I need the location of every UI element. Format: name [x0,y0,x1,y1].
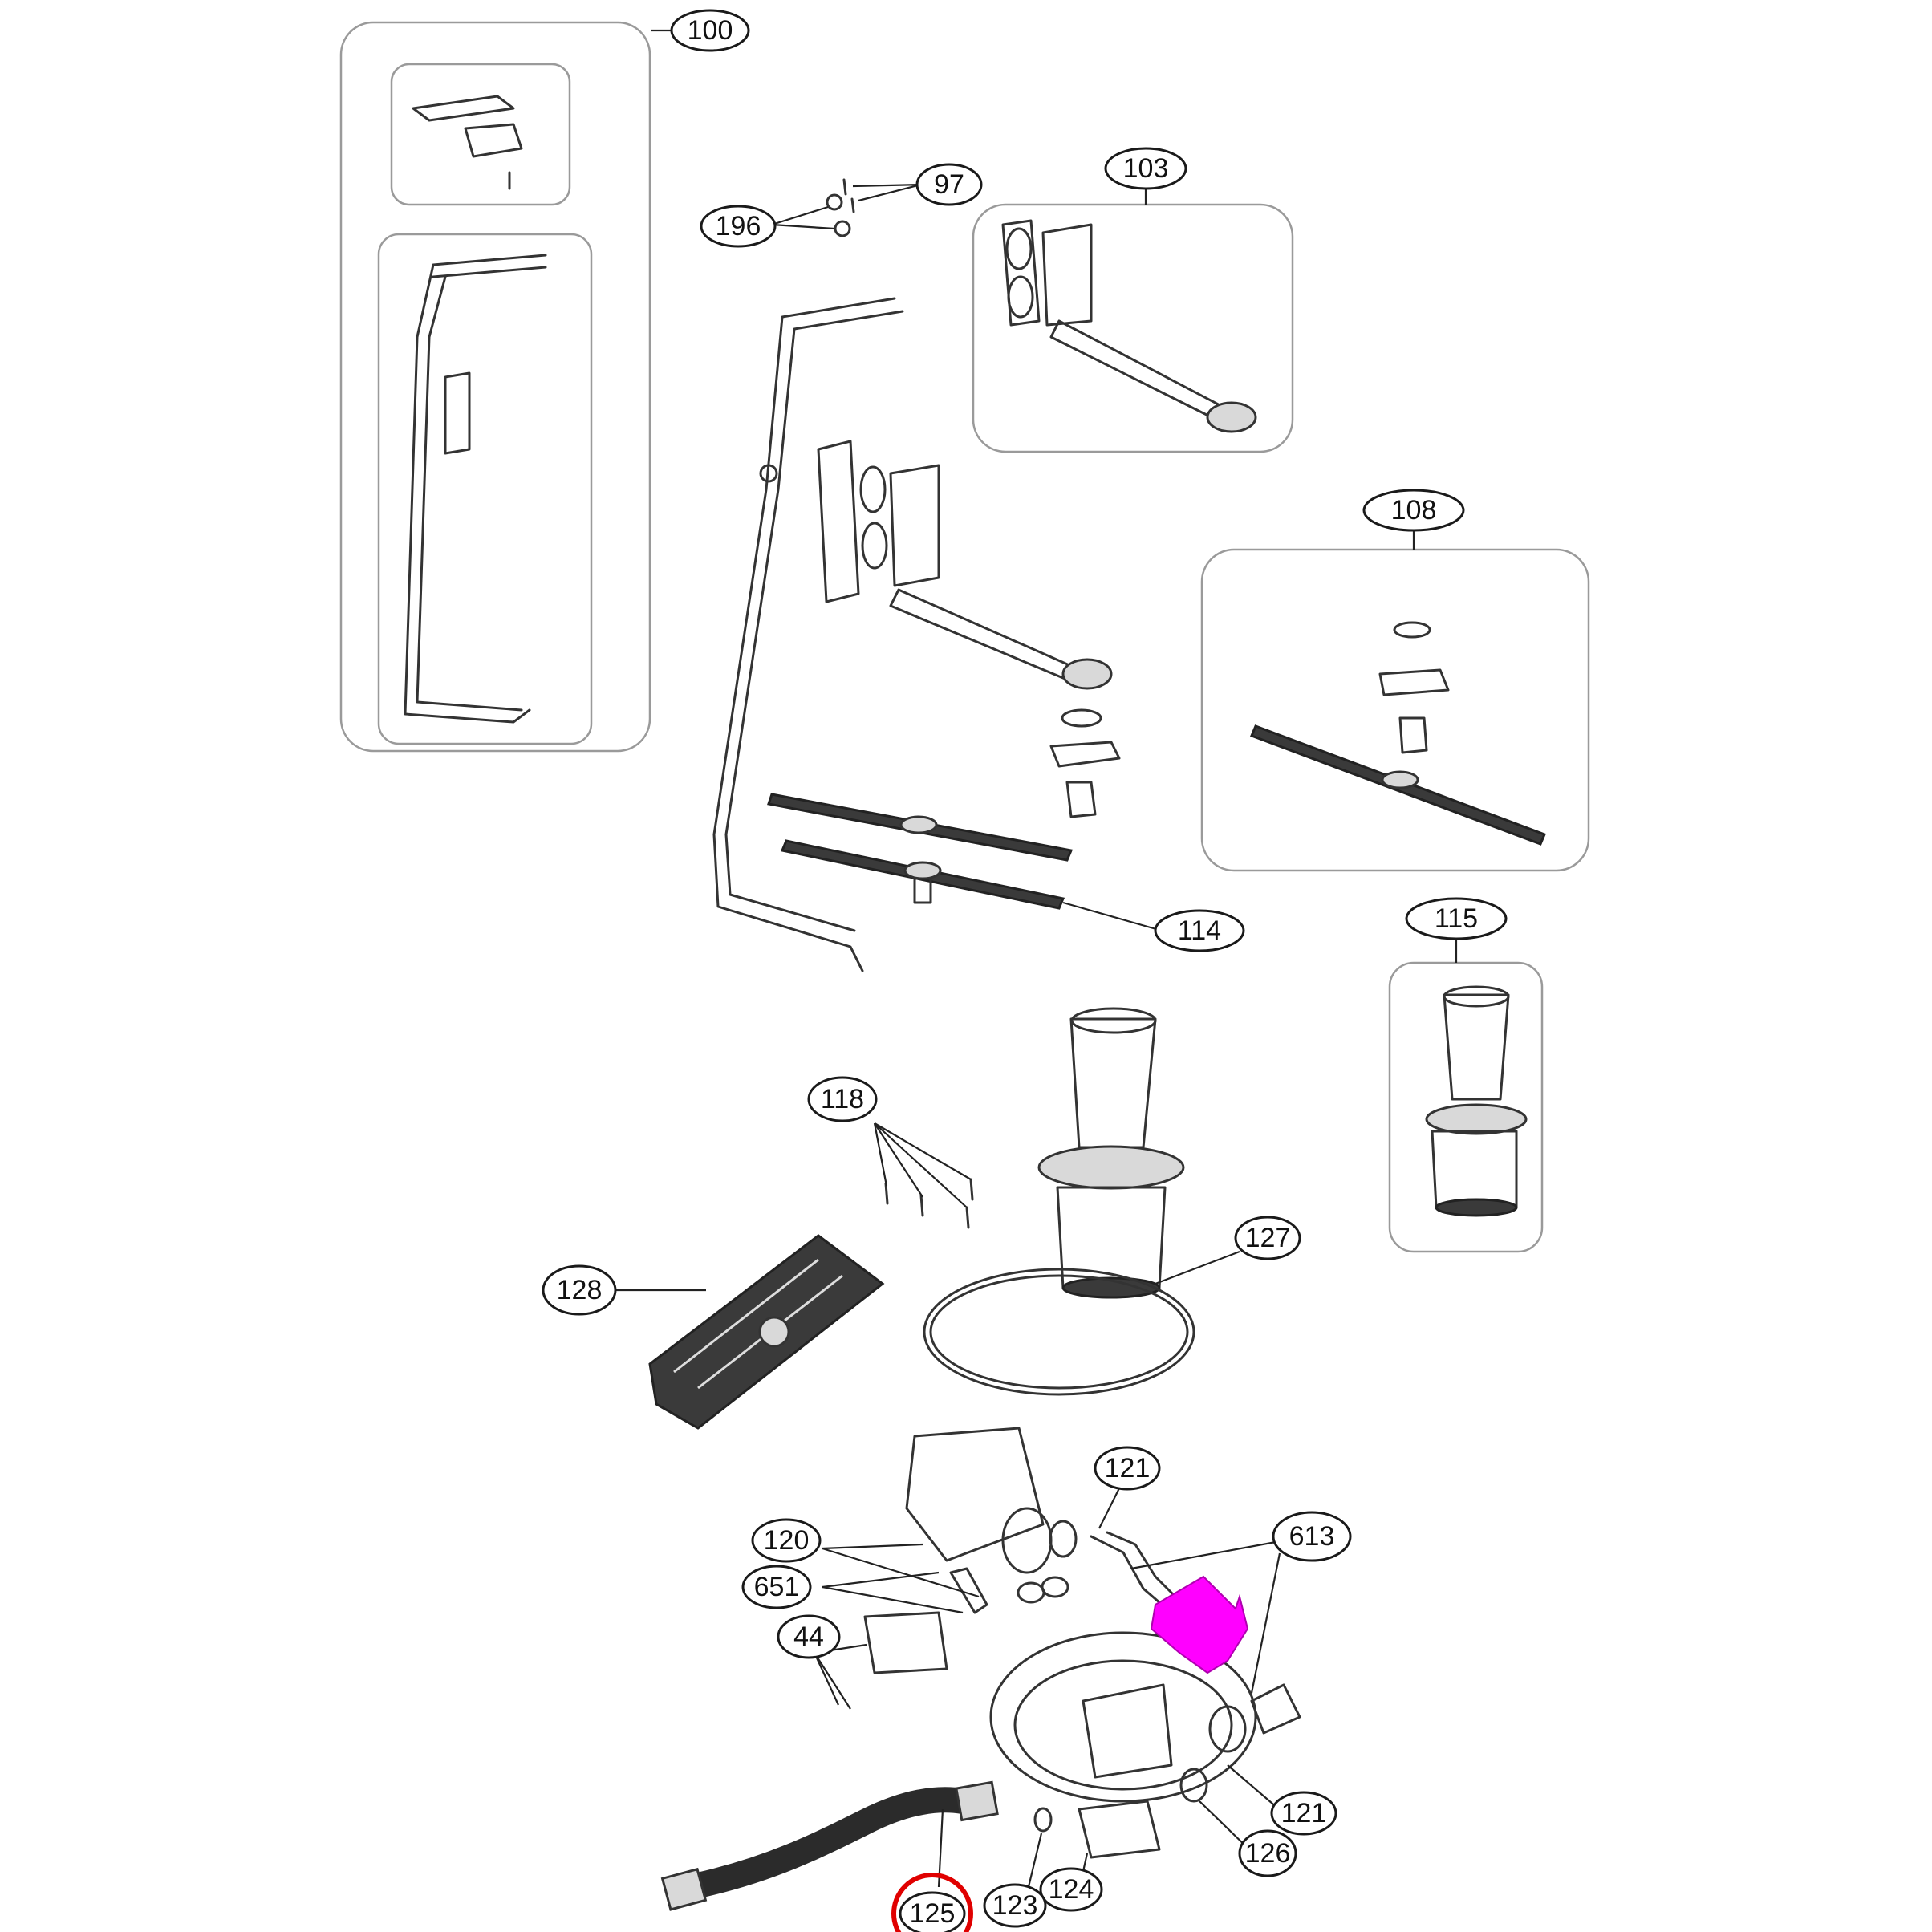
assembly-100 [339,21,651,753]
callout-121-upper: 121 [1094,1446,1161,1491]
callout-613-text: 613 [1289,1521,1335,1552]
highlighted-part [1150,1575,1249,1674]
screws-97 [826,178,855,237]
callout-125-text: 125 [910,1898,956,1929]
assembly-103 [972,203,1294,453]
conduit-pipe [712,297,904,972]
callout-613: 613 [1272,1511,1352,1562]
screws-118 [884,1178,974,1229]
callout-118: 118 [807,1076,878,1122]
callout-97-text: 97 [934,169,964,200]
filter-127 [923,1007,1195,1396]
callout-114-text: 114 [1178,915,1221,946]
callout-100: 100 [670,9,750,52]
callout-128-text: 128 [557,1275,603,1305]
callout-114: 114 [1154,909,1245,952]
callout-108-text: 108 [1391,495,1437,526]
callout-121-lower: 121 [1270,1791,1337,1836]
assembly-108 [1200,548,1590,872]
callout-126: 126 [1238,1829,1297,1877]
pump-assembly [863,1427,1301,1859]
leader-lines [610,29,1458,1894]
callout-196-text: 196 [716,211,761,242]
callout-118-text: 118 [821,1084,864,1114]
callout-103-text: 103 [1123,153,1169,184]
callout-651: 651 [741,1565,812,1609]
callout-100-text: 100 [688,15,733,46]
middle-arm-assembly [817,440,1121,818]
callout-120: 120 [751,1518,822,1563]
callout-123-text: 123 [992,1890,1038,1921]
callout-128: 128 [542,1264,617,1316]
callout-121-lower-text: 121 [1281,1798,1327,1828]
drain-hose-125 [660,1780,999,1911]
callout-124-text: 124 [1049,1874,1094,1905]
callout-651-text: 651 [754,1572,800,1602]
callout-125: 125 [899,1891,966,1932]
callout-115-text: 115 [1435,903,1478,934]
callout-120-text: 120 [764,1525,810,1556]
callout-97: 97 [915,163,983,206]
callout-123: 123 [983,1883,1047,1928]
callout-126-text: 126 [1245,1838,1291,1869]
callout-124: 124 [1039,1867,1103,1912]
callout-127-text: 127 [1245,1223,1291,1253]
callout-44: 44 [777,1614,841,1659]
callout-127: 127 [1234,1216,1301,1260]
callout-115: 115 [1405,897,1508,940]
callout-121-upper-text: 121 [1105,1453,1151,1484]
highlight-ring [891,1873,973,1932]
assembly-115 [1388,961,1544,1253]
callout-108: 108 [1362,489,1465,532]
callout-44-text: 44 [794,1622,824,1652]
spray-arms-114 [767,793,1074,910]
callout-196: 196 [700,205,777,248]
filter-plate-128 [648,1234,885,1430]
callout-103: 103 [1104,147,1187,190]
